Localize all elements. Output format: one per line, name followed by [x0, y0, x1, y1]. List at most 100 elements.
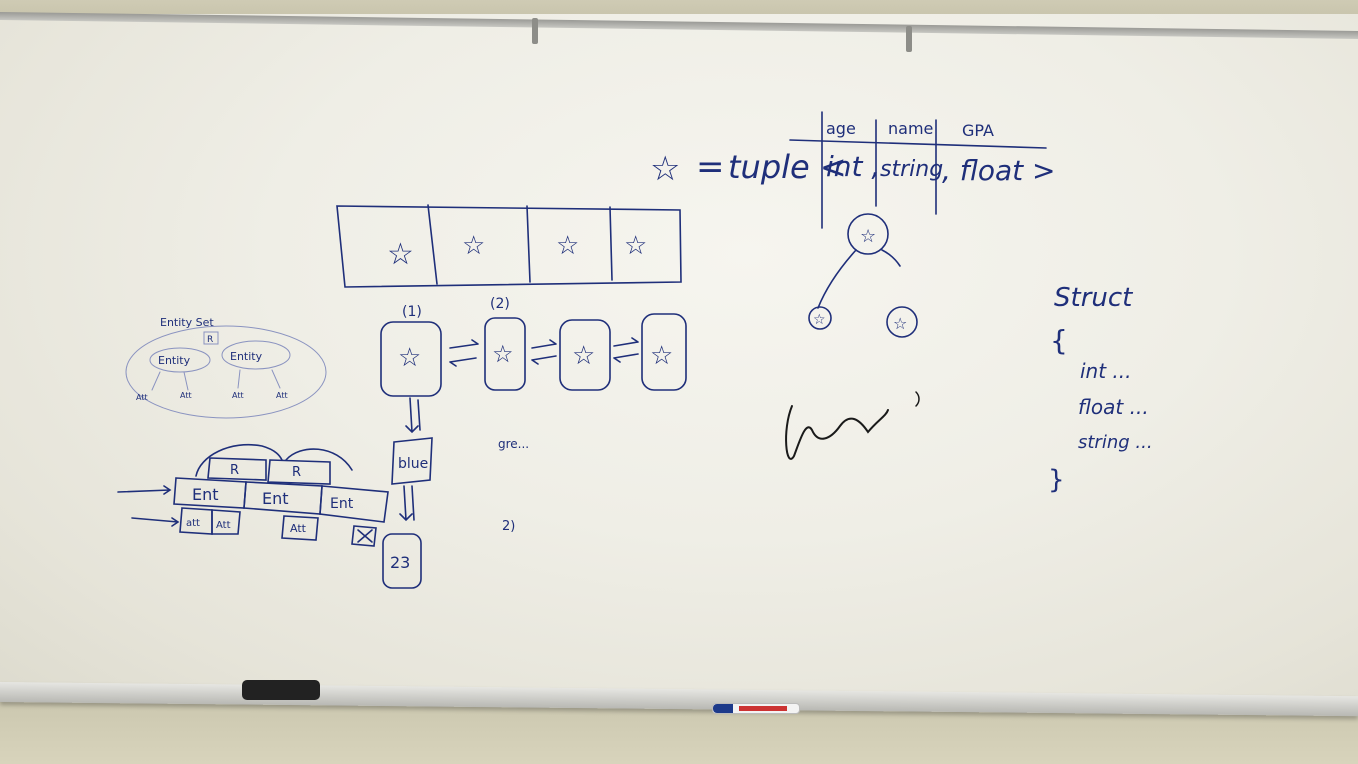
er-entity-label: Ent [192, 485, 219, 504]
er-entity [149, 347, 211, 373]
list-node-star: ☆ [650, 341, 673, 371]
list-node [391, 437, 433, 485]
er-entity-label: Ent [330, 496, 354, 512]
er-attr: att [186, 518, 200, 529]
struct-open-brace: { [1050, 324, 1068, 357]
list-node-star: ☆ [572, 341, 595, 371]
tuple-definition: ☆ = tuple < age name GPA int , string , … [650, 111, 1056, 229]
er-attr: Att [216, 520, 231, 531]
er-attr-cross [357, 529, 373, 543]
struct-definition: Struct { int ... float ... string ... } [1048, 283, 1153, 495]
er-entity-box [319, 485, 389, 523]
er-entity-label: Ent [262, 489, 289, 508]
field-header-age: age [826, 119, 856, 138]
array-cell-star: ☆ [387, 237, 414, 272]
field-type-float: , float > [942, 154, 1056, 187]
er-attr: Att [290, 522, 307, 535]
scribble [785, 405, 889, 460]
list-node-star: ☆ [398, 343, 421, 373]
linked-list: (1) (2) ☆ ☆ ☆ ☆ blue 23 gre... 2) [380, 296, 687, 589]
small-note: gre... [498, 437, 529, 451]
node-value-23: 23 [390, 553, 410, 572]
array-outline [336, 205, 682, 288]
er-diagram-faint: Entity Set R Entity Entity Att Att Att A… [125, 316, 327, 419]
array-cell-star: ☆ [556, 231, 579, 261]
er-relation-label: R [207, 335, 213, 345]
list-node [382, 533, 422, 589]
er-attr: Att [136, 393, 148, 402]
er-relation-label: R [230, 463, 239, 478]
list-label: (2) [490, 296, 510, 312]
tree-node [847, 213, 889, 255]
rail-clip [906, 26, 912, 52]
whiteboard [0, 14, 1358, 698]
er-connector [285, 448, 353, 471]
list-node-star: ☆ [492, 340, 514, 368]
link-arrows [449, 339, 479, 367]
tree-diagram: ☆ ☆ ☆ [808, 213, 918, 338]
er-attr-box [351, 525, 377, 547]
marker[interactable] [712, 703, 800, 714]
er-arrow [117, 485, 172, 495]
tree-node-star: ☆ [893, 314, 907, 333]
er-relation-box [267, 459, 331, 485]
er-entity-label: Entity [158, 354, 191, 367]
marker-label [739, 706, 787, 711]
field-header-name: name [888, 119, 933, 138]
array-divider [609, 206, 613, 281]
link-arrows [613, 337, 639, 363]
er-entity-set-outline [125, 325, 327, 419]
struct-keyword: Struct [1054, 283, 1133, 313]
list-node [484, 317, 526, 391]
tuple-array: ☆ ☆ ☆ ☆ [336, 204, 682, 288]
list-node [559, 319, 611, 391]
tree-edge [881, 249, 901, 267]
field-type-int: int , [826, 150, 880, 183]
er-entity-label: Entity [230, 350, 263, 363]
list-label: (1) [402, 304, 422, 320]
er-attr: Att [232, 391, 244, 400]
tuple-lhs-star: ☆ [650, 149, 680, 189]
array-divider [427, 204, 438, 285]
tree-node-star: ☆ [860, 226, 876, 247]
link-arrows [399, 485, 415, 522]
tuple-equals: = [696, 147, 725, 187]
struct-member: float ... [1078, 395, 1149, 419]
rail-clip [532, 18, 538, 44]
struct-member: int ... [1080, 359, 1132, 383]
er-attr-box [211, 509, 241, 535]
marker-cap [713, 704, 733, 713]
link-arrows [405, 397, 421, 434]
link-arrows [531, 339, 557, 365]
er-relation-box [203, 331, 219, 345]
er-arrow [131, 517, 180, 527]
eraser[interactable] [242, 680, 320, 700]
tree-node [808, 306, 832, 330]
array-divider [526, 205, 531, 283]
er-relation-label: R [292, 465, 301, 480]
tree-node [886, 306, 918, 338]
er-diagram: Ent Ent Ent R R att Att Att [117, 444, 389, 547]
er-entity [221, 340, 291, 370]
struct-member: string ... [1078, 432, 1153, 453]
er-attr-box [281, 515, 319, 541]
struct-close-brace: } [1048, 465, 1065, 495]
tree-edge [817, 249, 857, 309]
er-relation-box [207, 457, 267, 481]
tuple-header-line [789, 139, 1047, 149]
tree-node-star: ☆ [813, 312, 826, 328]
array-cell-star: ☆ [462, 231, 485, 261]
field-header-gpa: GPA [962, 121, 994, 140]
er-title: Entity Set [160, 316, 214, 329]
scribble [915, 391, 920, 407]
list-node [641, 313, 687, 391]
list-node [380, 321, 442, 397]
er-attr: Att [276, 391, 288, 400]
small-note: 2) [502, 519, 515, 534]
er-attr: Att [180, 391, 192, 400]
er-connector [195, 444, 283, 477]
field-type-string: string [880, 157, 943, 182]
node-value-blue: blue [398, 456, 428, 472]
tuple-keyword: tuple < [728, 148, 847, 186]
